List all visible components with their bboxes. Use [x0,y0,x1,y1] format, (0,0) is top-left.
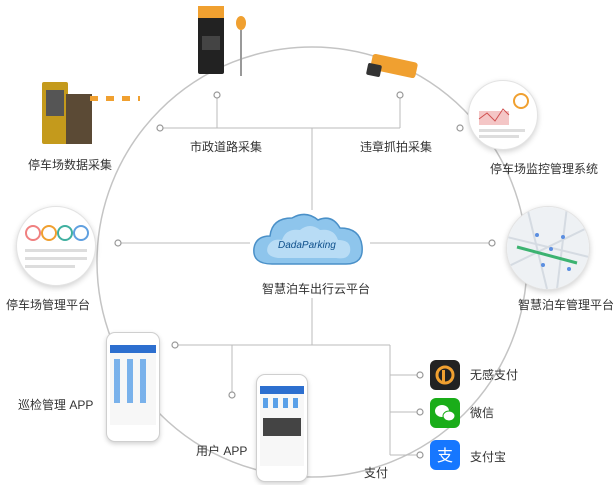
smart-mgmt-label: 智慧泊车管理平台 [518,298,615,312]
user-app-label: 用户 APP [196,444,248,458]
smart-mgmt-map-screenshot [506,206,590,290]
patrol-app-label: 巡检管理 APP [18,398,94,412]
center-title: 智慧泊车出行云平台 [262,282,371,296]
lot-mgmt-label: 停车场管理平台 [6,298,91,312]
violation-label: 违章抓拍采集 [360,140,433,154]
road-gate-device [198,6,258,76]
violation-camera-device [365,50,425,80]
alipay-label: 支付宝 [470,450,507,464]
parking-pay-icon [430,360,460,390]
parking-pay-label: 无感支付 [470,368,519,382]
lot-monitor-label: 停车场监控管理系统 [490,162,599,176]
lot-data-label: 停车场数据采集 [28,158,113,172]
patrol-app-phone [106,332,160,442]
parking-barrier-device [34,76,140,148]
payment-label: 支付 [364,466,389,480]
alipay-icon: 支 [430,440,460,470]
cloud-text: DadaParking [278,240,336,251]
lot-mgmt-screenshot [16,206,96,286]
wechat-label: 微信 [470,406,495,420]
user-app-phone [256,374,308,482]
lot-monitor-screenshot [468,80,538,150]
wechat-icon [430,398,460,428]
svg-text:支: 支 [437,446,453,465]
municipal-label: 市政道路采集 [190,140,263,154]
cloud-platform-logo: DadaParking [248,208,370,270]
